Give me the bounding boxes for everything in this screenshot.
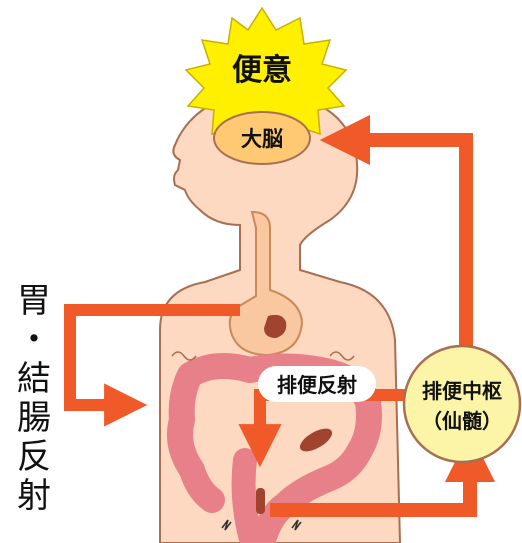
urge-label: 便意 <box>232 53 292 88</box>
center-label-line1: 排便中枢 <box>422 379 502 403</box>
center-label-line2: （仙髄） <box>422 409 502 433</box>
gastrocolic-char: 胃 <box>14 282 54 321</box>
gastrocolic-char: 腸 <box>14 399 54 438</box>
gastrocolic-reflex-label: 胃 ・ 結 腸 反 射 <box>14 282 54 516</box>
defecation-reflex-label: 排便反射 <box>277 373 357 397</box>
gastrocolic-char: ・ <box>14 321 54 360</box>
gastrocolic-char: 射 <box>14 477 54 516</box>
brain-label: 大脳 <box>241 127 283 151</box>
gastrocolic-char: 結 <box>14 360 54 399</box>
defecation-center <box>404 346 520 462</box>
gastrocolic-char: 反 <box>14 438 54 477</box>
